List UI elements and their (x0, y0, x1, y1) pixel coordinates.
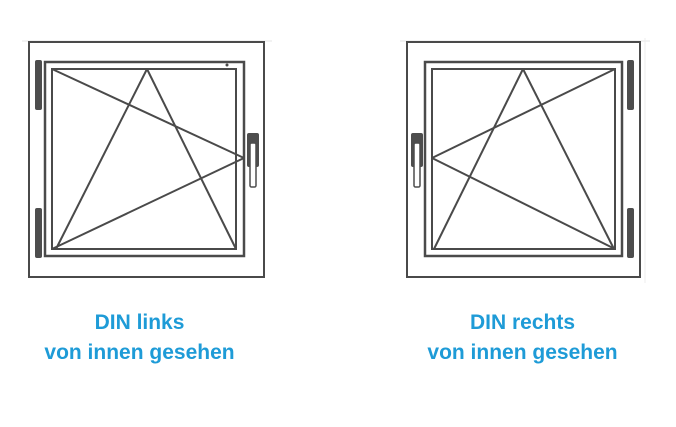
turn-line-top (431, 68, 616, 159)
sash (423, 60, 624, 258)
tilt-line-right (522, 68, 615, 250)
glass-pane (51, 68, 237, 250)
hinge-icon-top (627, 60, 634, 110)
window-din-links (22, 40, 272, 278)
turn-line-bottom (51, 157, 245, 250)
caption-din-rechts-line2: von innen gesehen (427, 341, 618, 364)
hinge-icon-bottom (627, 208, 634, 258)
marker-dot (225, 63, 229, 67)
hinge-icon-bottom (35, 208, 42, 258)
turn-line-bottom (431, 157, 616, 250)
outer-frame (28, 41, 265, 278)
handle-grip-icon (249, 142, 257, 188)
caption-din-links: DIN links von innen gesehen (22, 308, 257, 368)
window-din-rechts (400, 38, 650, 283)
turn-line-top (51, 68, 245, 159)
caption-din-links-line1: DIN links (94, 311, 185, 334)
tilt-line-left (55, 68, 148, 250)
hinge-icon-top (35, 60, 42, 110)
tilt-line-right (146, 68, 237, 250)
handle-grip-icon (413, 142, 421, 188)
caption-din-rechts-line1: DIN rechts (469, 311, 576, 334)
caption-din-links-line2: von innen gesehen (44, 341, 235, 364)
caption-din-rechts: DIN rechts von innen gesehen (400, 308, 645, 368)
outer-frame (406, 41, 641, 278)
tilt-line-left (433, 68, 524, 250)
